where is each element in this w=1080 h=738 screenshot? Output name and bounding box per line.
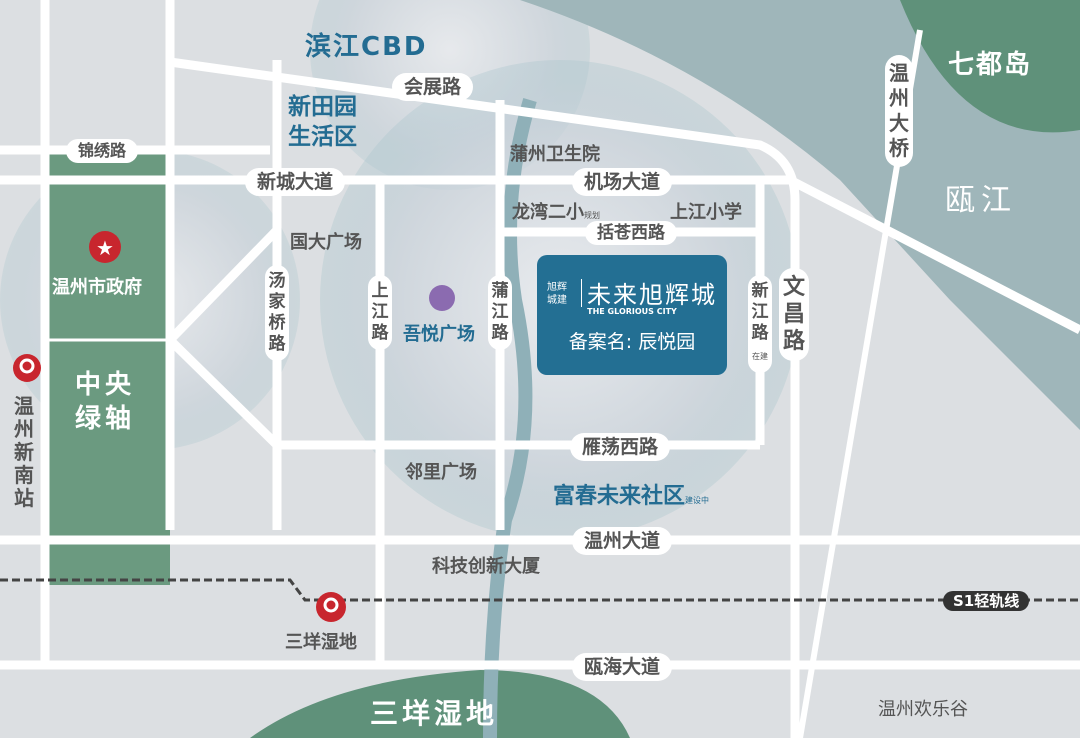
- poi-happy-valley: 温州欢乐谷: [878, 699, 968, 720]
- area-central-axis: 中央 绿轴: [75, 370, 136, 434]
- project-name-en: THE GLORIOUS CITY: [587, 307, 677, 316]
- s1-rail: [0, 578, 1080, 602]
- qidu-island: [900, 0, 1080, 133]
- road-tangjiaqiao: 汤家桥路: [265, 265, 289, 361]
- poi-tech-building: 科技创新大厦: [432, 556, 540, 577]
- central-green-axis: [45, 150, 170, 585]
- road-huizhan: 会展路: [392, 73, 474, 101]
- oujiang-river: [520, 0, 1080, 430]
- project-card[interactable]: 旭辉 城建 未来旭辉城 THE GLORIOUS CITY 备案名: 辰悦园: [537, 255, 727, 375]
- poi-sanyang-station: 三垟湿地: [285, 632, 357, 653]
- station-icon: [13, 354, 41, 382]
- developer-logo: 旭辉 城建: [547, 282, 567, 306]
- poi-puzhou-clinic: 蒲州卫生院: [510, 144, 600, 165]
- area-cbd: 滨江CBD: [305, 32, 428, 62]
- road-shangjiang: 上江路: [368, 275, 392, 350]
- road-pujiang: 蒲江路: [488, 275, 512, 350]
- area-xintianyuan: 新田园 生活区: [288, 94, 357, 150]
- poi-shangjiang-school: 上江小学: [670, 202, 742, 223]
- poi-linli-plaza: 邻里广场: [405, 462, 477, 483]
- poi-guoda-plaza: 国大广场: [290, 232, 362, 253]
- road-xincheng: 新城大道: [245, 168, 346, 196]
- area-qidu: 七都岛: [948, 50, 1033, 80]
- project-name: 未来旭辉城: [587, 281, 717, 309]
- area-fuchun: 富春未来社区建设中: [553, 484, 710, 509]
- rail-label-s1: S1轻轨线: [943, 591, 1030, 611]
- road-jinxiu: 锦绣路: [66, 139, 139, 163]
- poi-longwan-school: 龙湾二小规划: [512, 202, 600, 223]
- sanyang-wetland-area: [250, 670, 630, 738]
- road-jichang: 机场大道: [572, 168, 673, 196]
- station-icon: [316, 592, 346, 622]
- road-wenchang: 文昌路: [779, 268, 809, 361]
- poi-xinnan-station: 温州新南站: [14, 394, 34, 510]
- shopping-bag-icon: [429, 285, 455, 311]
- road-wenzhou-avenue: 温州大道: [572, 527, 673, 555]
- star-icon: [89, 231, 121, 263]
- svg-text:★: ★: [96, 236, 114, 260]
- road-xinjiang: 新江路在建: [748, 275, 772, 373]
- river: [483, 97, 537, 738]
- road-ouhai-avenue: 瓯海大道: [572, 653, 673, 681]
- area-sanyang-wetland: 三垟湿地: [370, 697, 499, 730]
- project-record-name: 备案名: 辰悦园: [568, 331, 696, 353]
- poi-city-gov: 温州市政府: [52, 277, 142, 298]
- poi-wuyue-plaza: 吾悦广场: [403, 324, 475, 345]
- road-kuocangxi: 括苍西路: [585, 221, 677, 245]
- road-wenzhou-bridge: 温州大桥: [885, 55, 913, 167]
- area-oujiang: 瓯江: [945, 183, 1017, 218]
- road-yandangxi: 雁荡西路: [570, 433, 671, 461]
